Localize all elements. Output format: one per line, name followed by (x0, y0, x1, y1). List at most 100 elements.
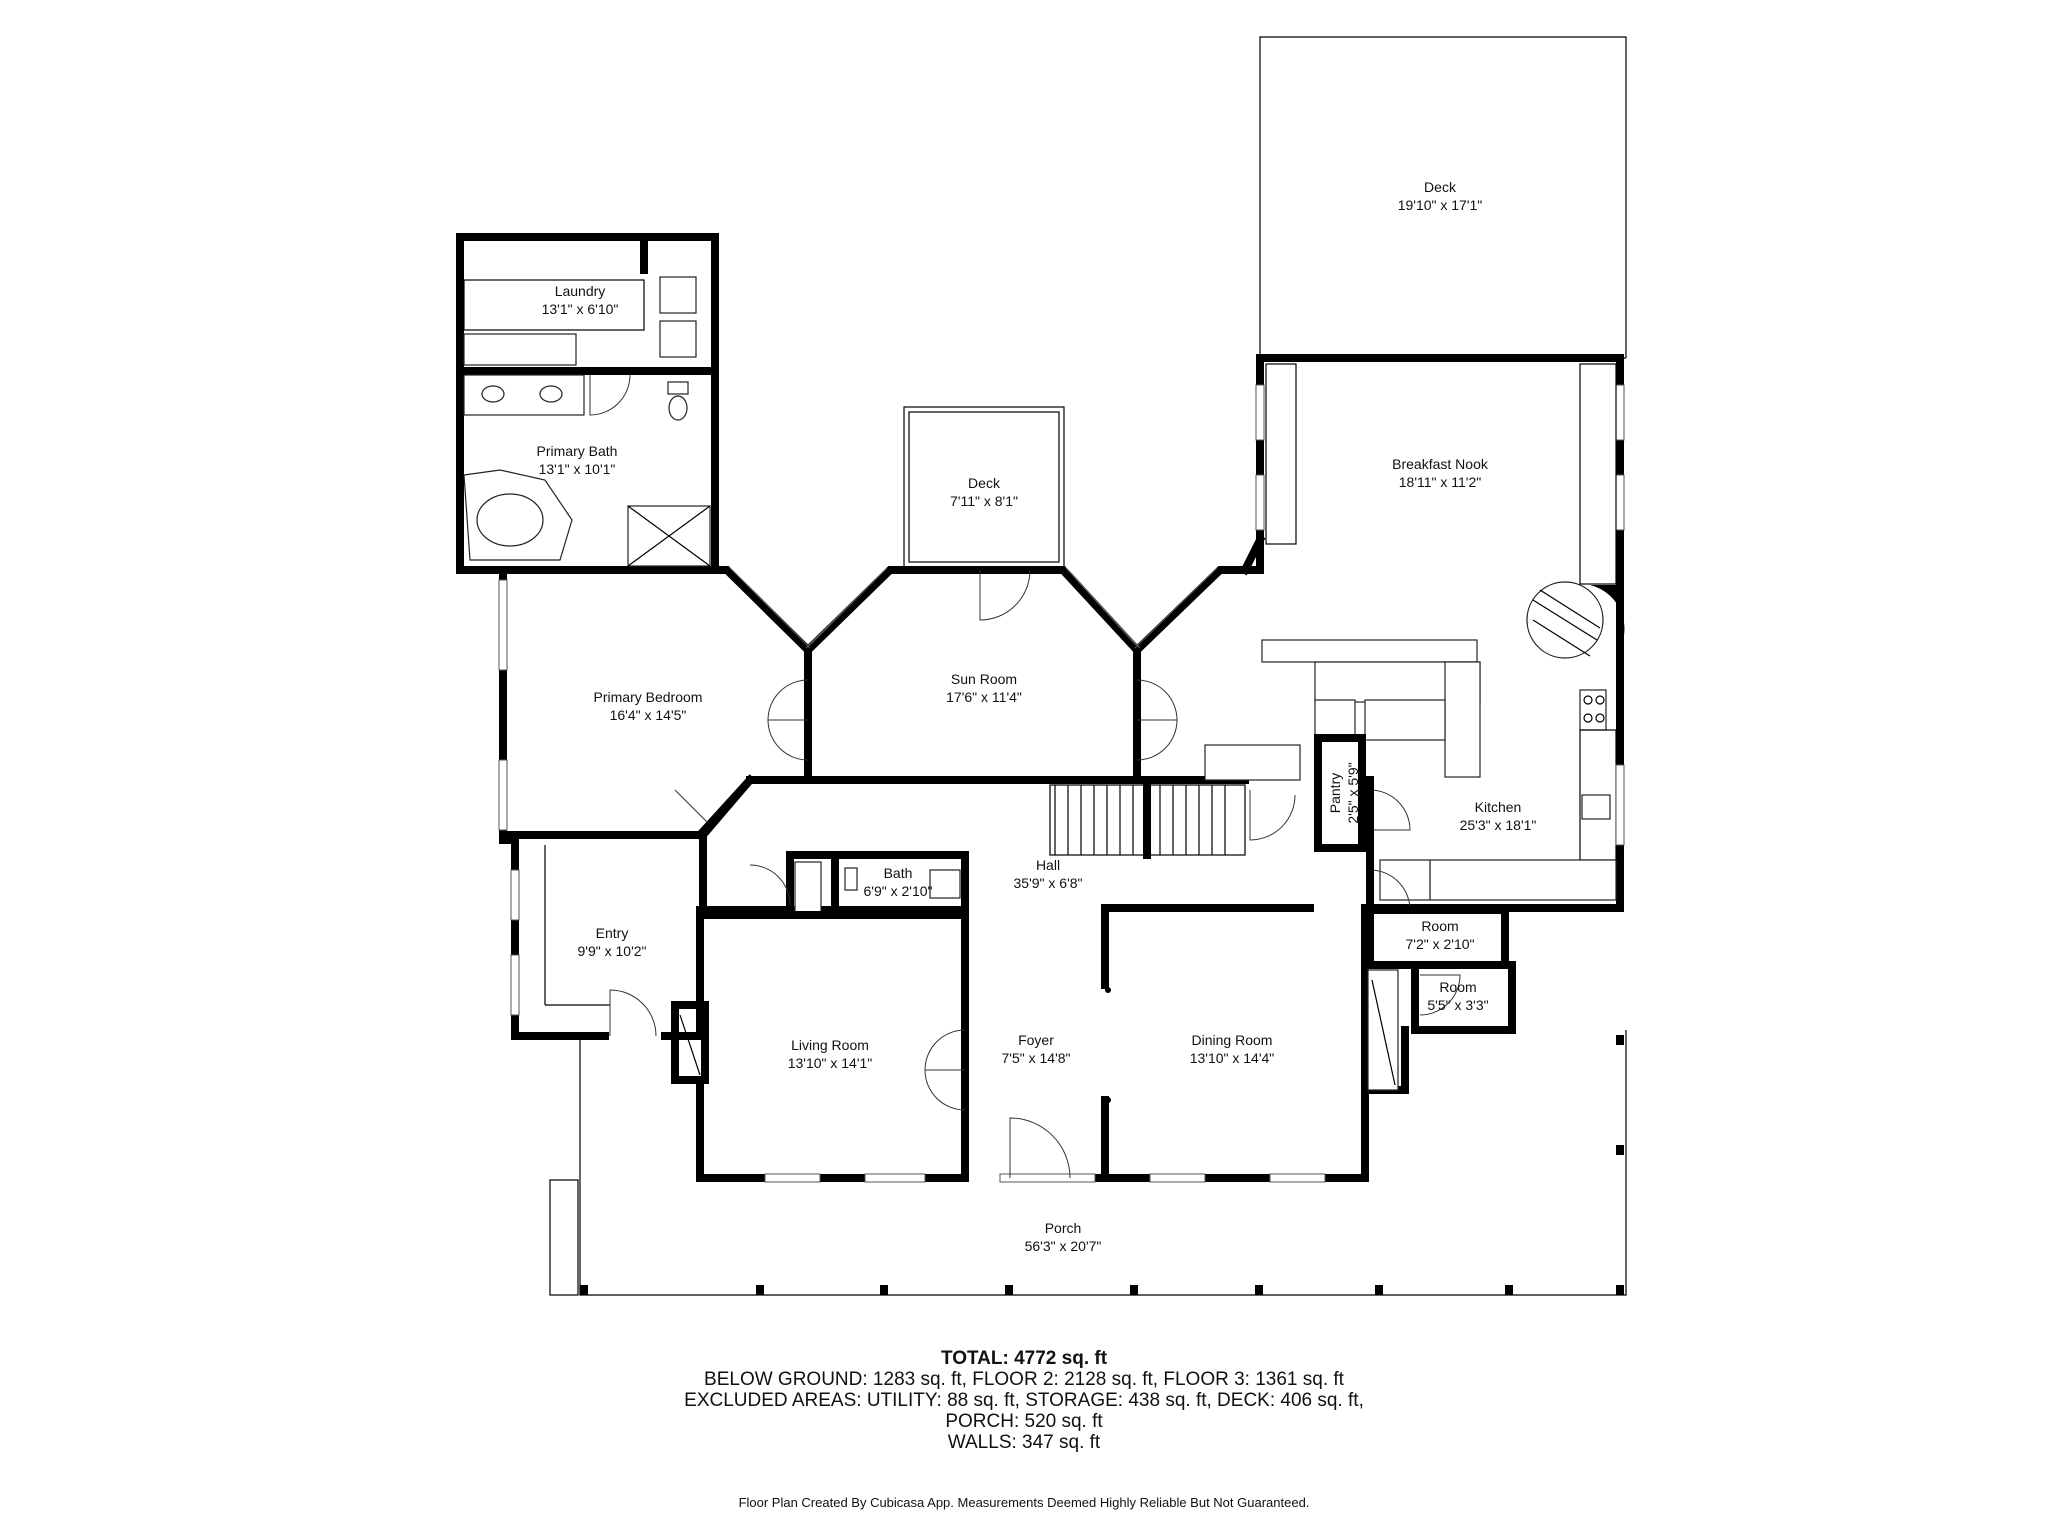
summary-total: TOTAL: 4772 sq. ft (940, 1348, 1108, 1369)
room-dims-room-b: 5'5" x 3'3" (1427, 997, 1488, 1013)
pantry-door (1369, 789, 1411, 831)
sink-icon (539, 385, 563, 403)
toilet-tank (844, 867, 858, 891)
toilet-tank (667, 381, 689, 395)
window (510, 954, 520, 1016)
room-name-room-b: Room (1439, 979, 1476, 995)
bathtub-icon (476, 493, 544, 547)
room-dims-bath: 6'9" x 2'10" (864, 883, 933, 899)
window (1149, 1173, 1206, 1183)
counter (1444, 661, 1481, 778)
french-door (767, 719, 809, 761)
room-name-bath: Bath (884, 865, 913, 881)
front-door (1009, 1117, 1071, 1179)
sink-icon (1581, 794, 1611, 820)
porch-outline (549, 1030, 1627, 1296)
bedroom-sunroom-walls (499, 354, 1264, 841)
window (1269, 1173, 1326, 1183)
fireplace-entry (671, 1001, 709, 1084)
washer (659, 276, 697, 314)
bay-window (805, 567, 888, 649)
room-name-breakfast-nook: Breakfast Nook (1392, 456, 1489, 472)
window (498, 579, 508, 671)
window (999, 1173, 1096, 1183)
room-name-sun-room: Sun Room (951, 671, 1017, 687)
counter (1429, 859, 1617, 901)
room-name-pantry: Pantry (1327, 773, 1343, 813)
nook-window-seat (1265, 363, 1297, 545)
window (1255, 474, 1265, 531)
room-dims-deck-top: 19'10" x 17'1" (1398, 197, 1483, 213)
room-name-kitchen: Kitchen (1475, 799, 1522, 815)
french-door (767, 679, 809, 721)
room-name-entry: Entry (596, 925, 629, 941)
window (510, 869, 520, 921)
bay-window (1134, 567, 1218, 649)
room-dims-sun-room: 17'6" x 11'4" (946, 689, 1022, 705)
window (1255, 384, 1265, 441)
room-name-room-a: Room (1421, 918, 1458, 934)
door-swing (979, 569, 1031, 621)
room-dims-deck-small: 7'11" x 8'1" (950, 493, 1018, 509)
room-dims-living-room: 13'10" x 14'1" (788, 1055, 873, 1071)
room-dims-laundry: 13'1" x 6'10" (542, 301, 619, 317)
toilet-icon (668, 395, 688, 421)
entry-door (609, 989, 657, 1037)
window (1615, 474, 1625, 531)
room-dims-foyer: 7'5" x 14'8" (1002, 1050, 1071, 1066)
french-door (1136, 719, 1178, 761)
summary-line-4: WALLS: 347 sq. ft (947, 1432, 1101, 1453)
room-dims-hall: 35'9" x 6'8" (1014, 875, 1083, 891)
pantry-walls (1314, 734, 1366, 852)
door-swing (1249, 790, 1296, 841)
stairs (1049, 781, 1246, 859)
french-door (1136, 679, 1178, 721)
room-name-porch: Porch (1045, 1220, 1082, 1236)
room-dims-primary-bath: 13'1" x 10'1" (539, 461, 616, 477)
room-name-laundry: Laundry (555, 283, 606, 299)
french-door (924, 1069, 966, 1111)
area-summary: TOTAL: 4772 sq. ft BELOW GROUND: 1283 sq… (0, 1348, 2048, 1453)
fridge (1204, 744, 1301, 781)
room-dims-porch: 56'3" x 20'7" (1025, 1238, 1102, 1254)
room-name-deck-small: Deck (968, 475, 1001, 491)
door-swing (1369, 869, 1411, 911)
room-dims-primary-bedroom: 16'4" x 14'5" (610, 707, 687, 723)
window (1615, 764, 1625, 846)
window (1615, 384, 1625, 441)
bay-window (1065, 567, 1141, 649)
room-name-primary-bedroom: Primary Bedroom (594, 689, 703, 705)
room-name-foyer: Foyer (1018, 1032, 1054, 1048)
sink-icon (929, 869, 961, 899)
room-dims-breakfast-nook: 18'11" x 11'2" (1399, 474, 1482, 490)
sink-icon (481, 385, 505, 403)
summary-line-1: BELOW GROUND: 1283 sq. ft, FLOOR 2: 2128… (704, 1369, 1344, 1390)
summary-line-2: EXCLUDED AREAS: UTILITY: 88 sq. ft, STOR… (684, 1390, 1364, 1411)
room-name-hall: Hall (1036, 857, 1060, 873)
bay-window (729, 567, 811, 649)
room-name-primary-bath: Primary Bath (537, 443, 618, 459)
bath-cabinet (794, 861, 822, 913)
window (764, 1173, 821, 1183)
room-dims-entry: 9'9" x 10'2" (578, 943, 647, 959)
door-swing (589, 374, 631, 416)
room-dims-pantry: 2'5" x 5'9" (1345, 762, 1361, 823)
summary-line-3: PORCH: 520 sq. ft (945, 1411, 1103, 1432)
fireplace-hearth (1590, 585, 1625, 655)
peninsula-counter (1261, 639, 1478, 663)
door-swing (749, 864, 791, 906)
laundry-bath-walls (456, 233, 719, 574)
door-swing (1419, 974, 1461, 1016)
room-a-walls (1366, 906, 1509, 969)
room-dims-room-a: 7'2" x 2'10" (1406, 936, 1475, 952)
dryer (659, 320, 697, 358)
credit-note: Floor Plan Created By Cubicasa App. Meas… (738, 1495, 1310, 1510)
laundry-shelf (463, 279, 645, 331)
cabinet (1579, 363, 1617, 585)
counter (1364, 699, 1446, 741)
french-door (924, 1029, 966, 1071)
room-dims-dining-room: 13'10" x 14'4" (1190, 1050, 1275, 1066)
counter (1379, 859, 1431, 901)
room-name-dining-room: Dining Room (1192, 1032, 1273, 1048)
